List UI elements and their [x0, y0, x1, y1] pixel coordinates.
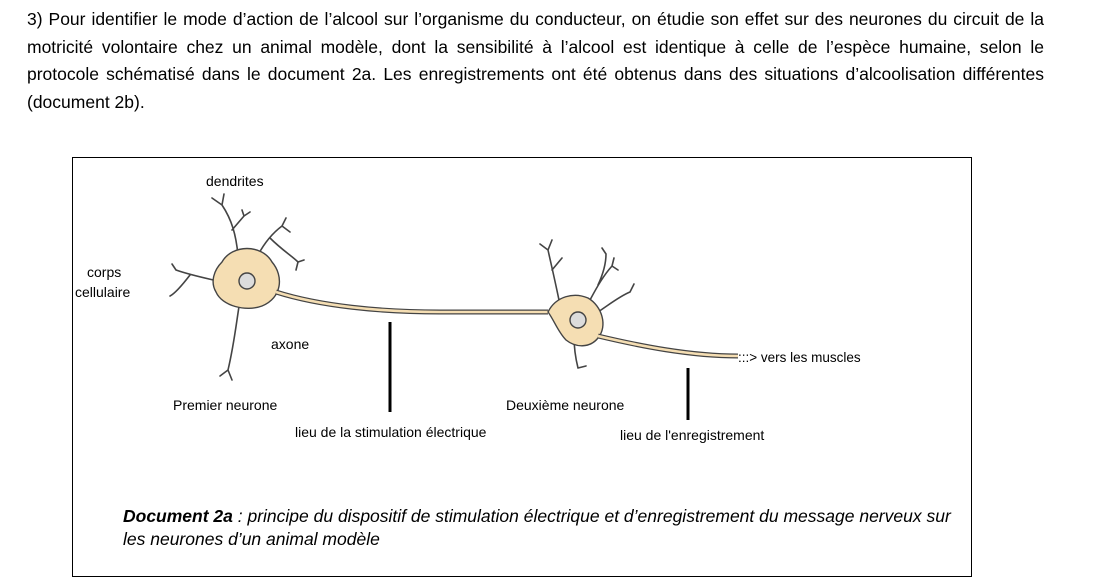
first-neuron-dendrite-top	[211, 193, 251, 256]
second-neuron	[539, 239, 635, 369]
first-neuron	[169, 193, 305, 381]
second-neuron-nucleus	[569, 311, 587, 329]
first-neuron-dendrite-topright	[257, 217, 305, 271]
caption-text: : principe du dispositif de stimulation …	[123, 506, 951, 549]
second-neuron-dendrite-top	[539, 239, 563, 306]
label-corps: corps	[87, 264, 122, 280]
first-neuron-nucleus	[238, 272, 256, 290]
label-enregistrement: lieu de l'enregistrement	[620, 427, 765, 443]
label-cellulaire: cellulaire	[75, 284, 131, 300]
document-caption: Document 2a : principe du dispositif de …	[123, 505, 963, 551]
caption-title: Document 2a	[123, 506, 233, 526]
label-dendrites: dendrites	[206, 173, 264, 189]
second-axon-core	[597, 334, 739, 358]
label-axone: axone	[271, 336, 310, 352]
label-deuxieme-neurone: Deuxième neurone	[506, 397, 625, 413]
neuron-diagram	[169, 193, 739, 420]
label-stimulation: lieu de la stimulation électrique	[295, 424, 487, 440]
label-premier-neurone: Premier neurone	[173, 397, 278, 413]
axon-core	[275, 290, 548, 314]
label-vers-muscles: :::> vers les muscles	[738, 350, 861, 365]
page: { "question": { "text": "3) Pour identif…	[27, 9, 1044, 577]
question-paragraph: 3) Pour identifier le mode d’action de l…	[27, 9, 1044, 112]
second-neuron-dendrite-right	[597, 283, 635, 313]
first-neuron-dendrite-bottom	[219, 299, 241, 381]
second-neuron-dendrite-topright	[589, 247, 619, 301]
second-axon	[597, 333, 739, 359]
